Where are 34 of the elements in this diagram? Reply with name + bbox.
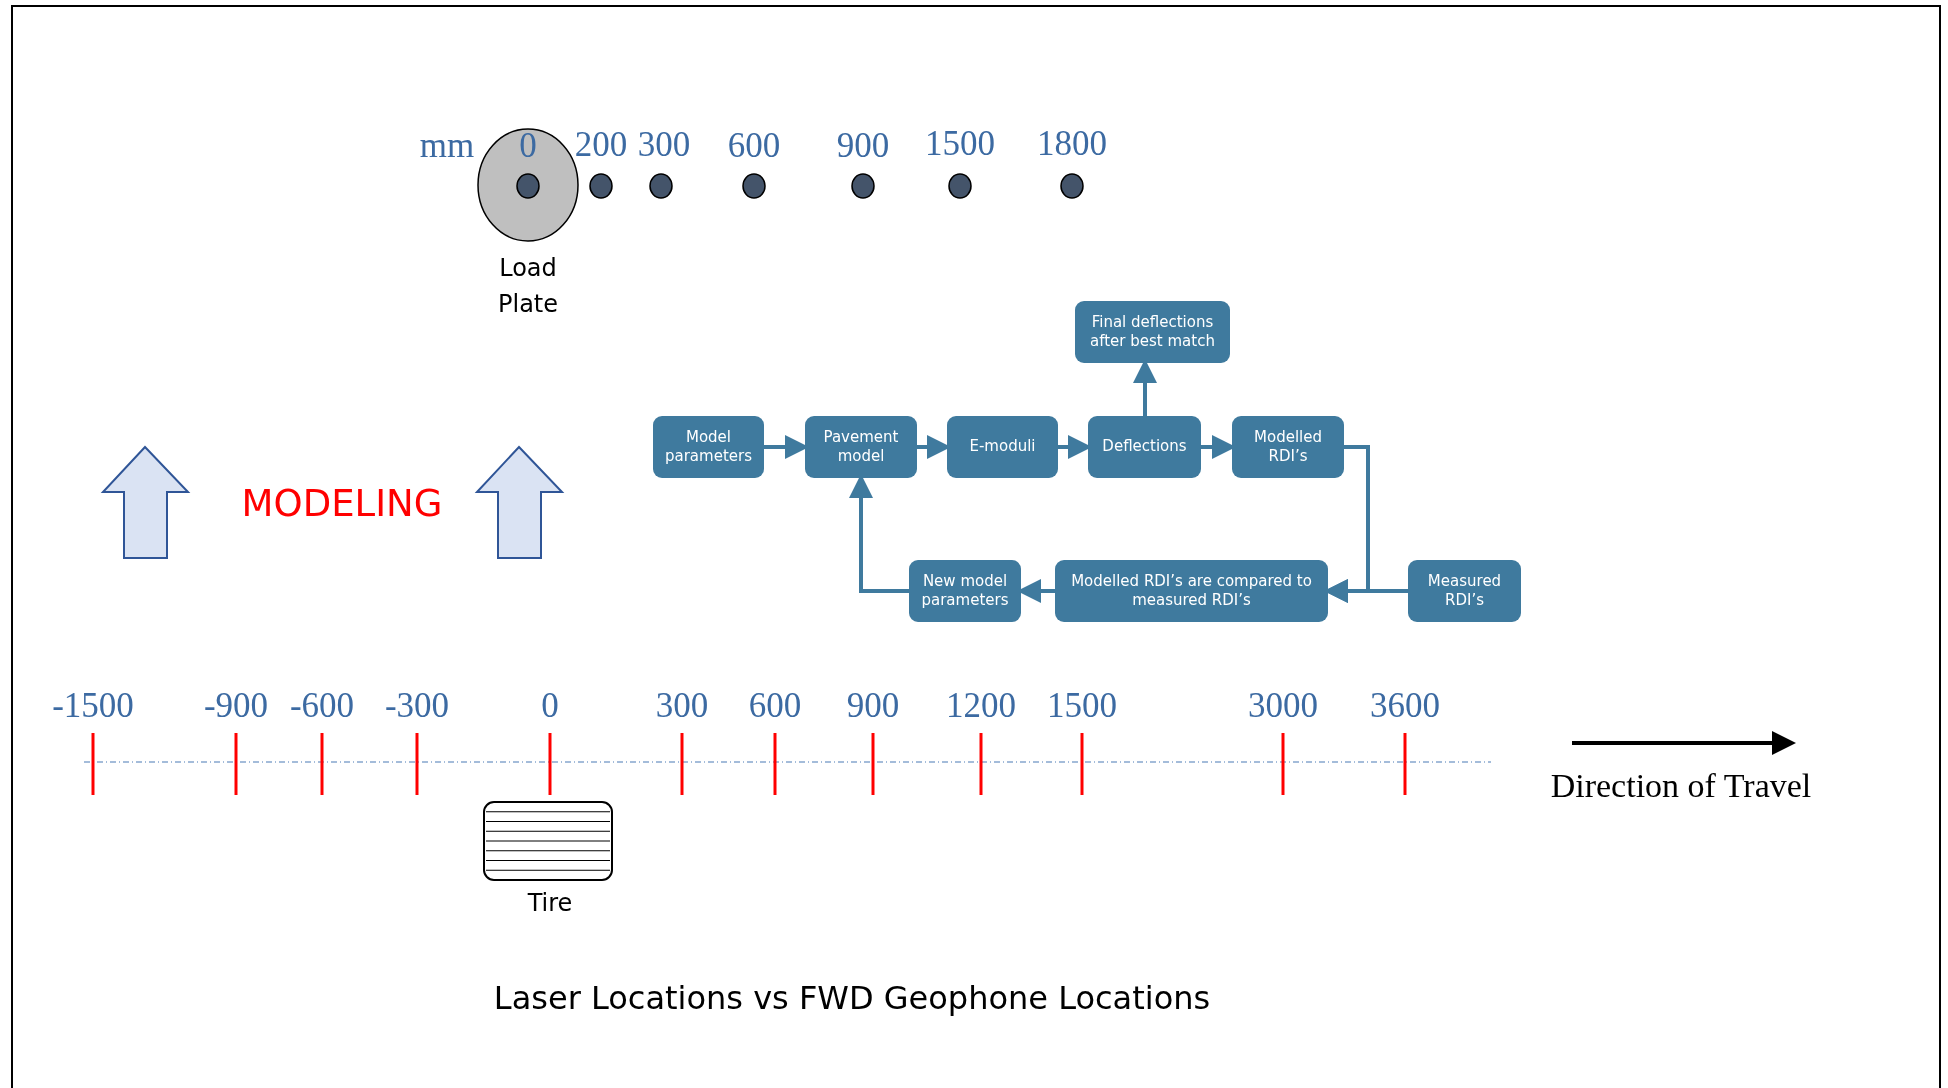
direction-label: Direction of Travel bbox=[1550, 767, 1812, 805]
process-box: New model parameters bbox=[909, 560, 1021, 622]
scale-value: 1200 bbox=[946, 686, 1016, 726]
part-label: Tire bbox=[526, 888, 574, 919]
heading-label: MODELING bbox=[241, 481, 443, 525]
scale-value: 3600 bbox=[1370, 686, 1440, 726]
scale-value: 300 bbox=[637, 125, 691, 165]
process-box: Pavement model bbox=[805, 416, 917, 478]
process-box: Modelled RDI’s are compared to measured RDI’s bbox=[1055, 560, 1328, 622]
scale-value: 600 bbox=[748, 686, 802, 726]
scale-value: 900 bbox=[836, 126, 890, 166]
process-box: Measured RDI’s bbox=[1408, 560, 1521, 622]
scale-value: 1800 bbox=[1037, 124, 1107, 164]
scale-value: -1500 bbox=[52, 686, 134, 726]
scale-value: 0 bbox=[541, 686, 559, 726]
caption: Laser Locations vs FWD Geophone Locations bbox=[493, 979, 1211, 1017]
process-box: Final deflections after best match bbox=[1075, 301, 1230, 363]
scale-value: 0 bbox=[519, 126, 537, 166]
scale-value: 900 bbox=[846, 686, 900, 726]
scale-value: 600 bbox=[727, 126, 781, 166]
scale-value: 300 bbox=[655, 686, 709, 726]
process-box: Deflections bbox=[1088, 416, 1201, 478]
scale-value: 3000 bbox=[1248, 686, 1318, 726]
process-box: Modelled RDI’s bbox=[1232, 416, 1344, 478]
unit-label: mm bbox=[419, 126, 475, 166]
scale-value: -300 bbox=[384, 686, 450, 726]
scale-value: -900 bbox=[203, 686, 269, 726]
scale-value: -600 bbox=[289, 686, 355, 726]
process-box: Model parameters bbox=[653, 416, 764, 478]
process-box: E-moduli bbox=[947, 416, 1058, 478]
scale-value: 1500 bbox=[1047, 686, 1117, 726]
scale-value: 1500 bbox=[925, 124, 995, 164]
part-label: Load Plate bbox=[497, 253, 559, 320]
scale-value: 200 bbox=[574, 125, 628, 165]
